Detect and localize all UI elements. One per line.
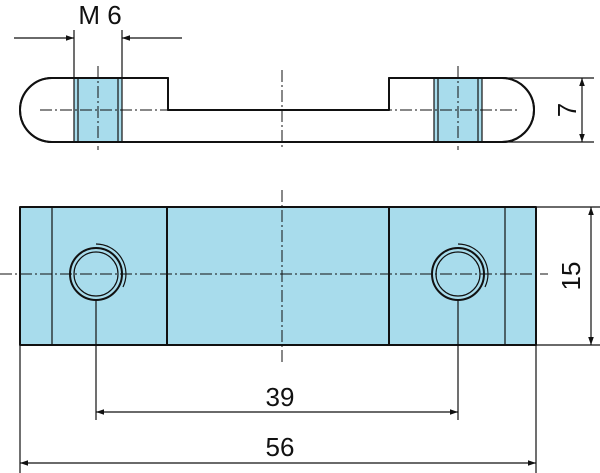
plan-view: [0, 190, 548, 362]
dimension-overall-length: 56: [19, 345, 537, 473]
thickness-label: 7: [552, 103, 582, 117]
hole-spacing-label: 39: [266, 382, 295, 412]
width-label: 15: [556, 262, 586, 291]
plan-body: [20, 207, 536, 345]
overall-length-label: 56: [266, 432, 295, 462]
dimension-thickness: 7: [502, 77, 594, 143]
thread-label: M 6: [78, 0, 121, 30]
dimension-hole-spacing: 39: [95, 300, 459, 420]
dimension-thread: M 6: [14, 0, 182, 78]
section-view: [19, 66, 535, 150]
dimension-width: 15: [536, 206, 600, 346]
